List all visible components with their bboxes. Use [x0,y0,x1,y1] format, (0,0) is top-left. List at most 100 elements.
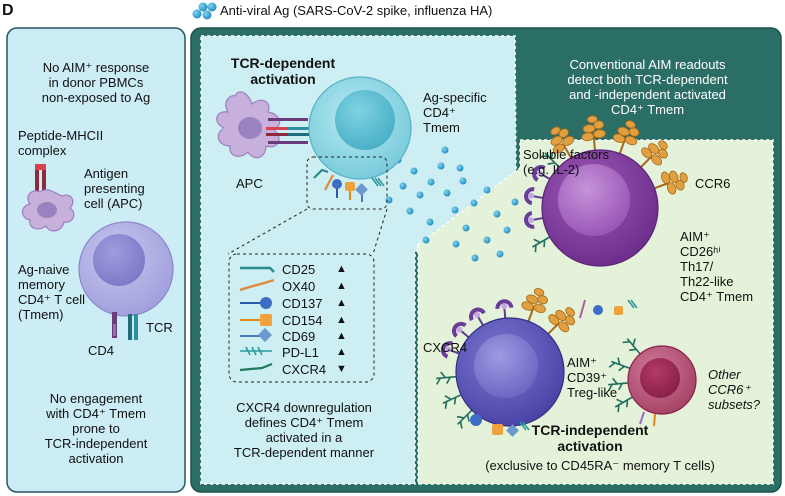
mhc-label-line-1: Peptide-MHCII [18,128,104,143]
naive-label-line-2: memory [18,277,65,292]
tcr-label: TCR [146,320,173,335]
marker-cd69-arrow: ▲ [336,330,347,342]
antigen-legend-label: Anti-viral Ag (SARS-CoV-2 spike, influen… [220,3,493,18]
marker-cxcr4: CXCR4 [282,362,327,377]
conventional-line-3: and -independent activated [569,87,726,102]
other-line-3: subsets? [708,397,761,412]
conventional-line-4: CD4⁺ Tmem [610,102,685,117]
marker-cd154: CD154 [282,313,323,328]
zoom-box [306,156,388,210]
marker-legend-box [228,253,375,383]
conventional-line-1: Conventional AIM readouts [569,57,726,72]
conventional-line-2: detect both TCR-dependent [567,72,728,87]
cxcr4-text-line-3: activated in a [265,430,343,445]
marker-pdl1-arrow: ▲ [336,346,347,358]
th17-line-5: CD4⁺ Tmem [680,289,754,304]
antigen-legend-icon [192,2,217,20]
th17-cell-icon [522,113,693,319]
tcr-icon [128,314,138,340]
marker-cd137: CD137 [282,296,323,311]
marker-ox40: OX40 [282,279,316,294]
tcr-independent-subtitle: (exclusive to CD45RA⁻ memory T cells) [485,458,715,473]
left-bottom-line-3: prone to [72,421,120,436]
apc-spiky-icon [216,91,281,159]
ag-specific-line-1: Ag-specific [423,90,487,105]
synapse-molecules-icon [266,118,310,144]
other-line-1: Other [708,367,741,382]
naive-tmem-label: Ag-naive memory CD4⁺ T cell (Tmem) [18,262,85,322]
cd4-label: CD4 [88,343,115,358]
mhc-label-line-2: complex [18,143,67,158]
tcr-dep-title-line-2: activation [250,71,316,87]
ag-specific-line-2: CD4⁺ [423,105,456,120]
th17-line-3: Th17/ [680,259,714,274]
th17-label: AIM⁺ CD26ʰⁱ Th17/ Th22-like CD4⁺ Tmem [680,229,753,304]
left-top-line-2: in donor PBMCs [48,75,144,90]
left-top-text: No AIM⁺ response in donor PBMCs non-expo… [10,60,182,105]
cxcr4-downregulation-text: CXCR4 downregulation defines CD4⁺ Tmem a… [204,400,404,460]
treg-cell-icon [434,283,583,437]
marker-pdl1: PD-L1 [282,345,319,360]
cxcr4-text-line-4: TCR-dependent manner [233,445,375,460]
left-bottom-line-5: activation [68,451,124,466]
th17-line-2: CD26ʰⁱ [680,244,721,259]
conventional-aim-text: Conventional AIM readouts detect both TC… [525,57,770,117]
other-ccr6-label: Other CCR6⁺ subsets? [708,367,760,412]
soluble-line-1: Soluble factors [523,147,609,162]
marker-cd25-arrow: ▲ [336,263,347,275]
treg-line-1: AIM⁺ [567,355,597,370]
apc-label-line-1: Antigen [84,166,129,181]
treg-line-2: CD39⁺ [567,370,608,385]
marker-cd154-arrow: ▲ [336,314,347,326]
tcr-dependent-region [200,35,517,485]
marker-legend-icons [239,266,275,372]
apc-spiky-label: APC [236,176,263,191]
cxcr4-cell-label: CXCR4 [423,340,468,355]
ag-specific-label: Ag-specific CD4⁺ Tmem [423,90,487,135]
apc-label-line-2: presenting [84,181,145,196]
left-bottom-line-4: TCR-independent [44,436,148,451]
cxcr4-text-line-2: defines CD4⁺ Tmem [244,415,364,430]
soluble-line-2: (e.g. IL-2) [523,162,580,177]
tcr-dep-title-line-1: TCR-dependent [230,55,336,71]
left-bottom-line-2: with CD4⁺ Tmem [46,406,146,421]
ccr6-label: CCR6 [695,176,731,191]
mhc-complex-icon [35,164,46,192]
th17-line-4: Th22-like [680,274,734,289]
apc-label: Antigen presenting cell (APC) [84,166,145,211]
naive-label-line-3: CD4⁺ T cell [18,292,86,307]
soluble-factors-label: Soluble factors (e.g. IL-2) [523,147,609,177]
other-ccr6-cell-icon [606,333,697,427]
apc-cell-icon [21,189,75,232]
th17-line-1: AIM⁺ [680,229,710,244]
tcr-independent-title: TCR-independent activation [515,422,665,454]
naive-label-line-4: (Tmem) [18,307,64,322]
marker-ox40-arrow: ▲ [336,280,347,292]
marker-cd25: CD25 [282,262,316,277]
left-bottom-line-1: No engagement [49,391,143,406]
naive-label-line-1: Ag-naive [18,262,70,277]
treg-line-3: Treg-like [567,385,618,400]
other-line-2: CCR6⁺ [708,382,751,397]
cxcr4-text-line-1: CXCR4 downregulation [236,400,372,415]
ag-specific-line-3: Tmem [423,120,460,135]
marker-cd69: CD69 [282,329,316,344]
tcr-indep-title-line-2: activation [557,438,623,454]
zoom-box-markers-icon [313,168,385,202]
tcr-dependent-title: TCR-dependent activation [228,55,338,87]
panel-letter: D [2,2,14,19]
marker-cd137-arrow: ▲ [336,297,347,309]
left-bottom-text: No engagement with CD4⁺ Tmem prone to TC… [10,391,182,466]
naive-tmem-cell-icon [78,221,174,317]
mhc-label: Peptide-MHCII complex [18,128,103,158]
treg-label: AIM⁺ CD39⁺ Treg-like [567,355,617,400]
left-top-line-1: No AIM⁺ response [42,60,150,75]
apc-label-line-3: cell (APC) [84,196,143,211]
ag-specific-tmem-cell-icon [308,76,412,180]
zoom-line-right [372,208,388,255]
tcr-indep-title-line-1: TCR-independent [531,422,649,438]
left-top-line-3: non-exposed to Ag [41,90,151,105]
cd4-icon [112,312,117,338]
